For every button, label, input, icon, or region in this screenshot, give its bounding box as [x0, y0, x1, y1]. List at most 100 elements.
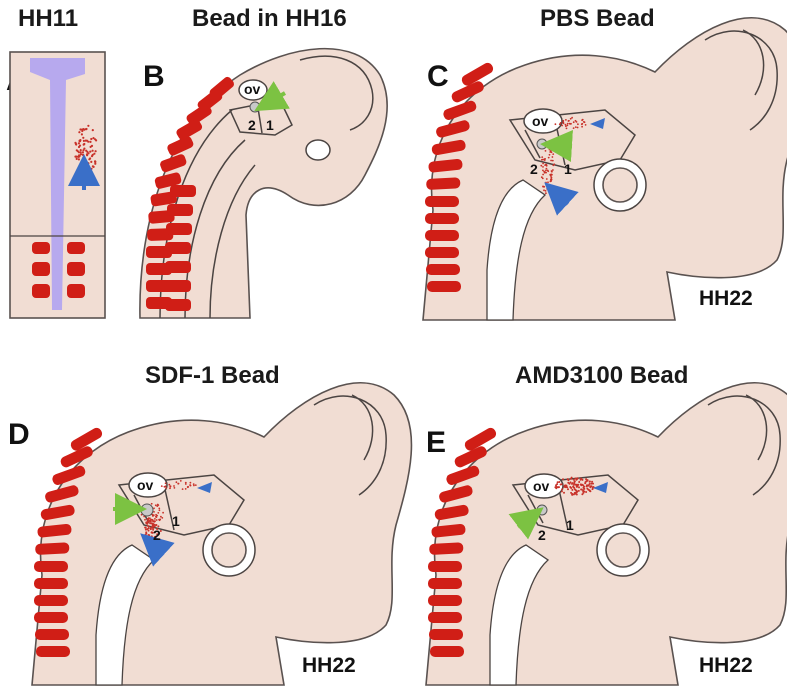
bead-icon [140, 503, 154, 517]
cell-dot [91, 129, 94, 132]
cell-dot [547, 156, 550, 159]
cell-dot [149, 517, 151, 520]
cell-dot [575, 121, 578, 123]
cell-dot [544, 150, 547, 152]
cell-dot [573, 482, 576, 485]
green-arrow-icon [508, 507, 544, 540]
cell-dot [582, 486, 585, 489]
cell-dot [551, 156, 554, 158]
cell-dot [576, 485, 578, 488]
neural-tube [30, 58, 85, 310]
cell-dot [147, 529, 150, 532]
arch-2-label: 2 [153, 527, 161, 543]
cell-dot [86, 172, 89, 175]
cell-dot [74, 141, 77, 144]
cell-dot [545, 178, 548, 180]
cell-dot [150, 518, 153, 521]
stage-label: HH22 [302, 654, 356, 677]
blue-arrow-icon [140, 533, 175, 567]
cell-dot [549, 173, 552, 176]
cell-dot [90, 167, 93, 170]
panel-e-title: AMD3100 Bead [515, 362, 688, 389]
arch-2-label: 2 [248, 117, 256, 133]
cell-dot [555, 485, 558, 488]
cell-dot [547, 188, 550, 191]
cell-dot [574, 492, 577, 495]
cell-dot [146, 524, 149, 527]
cell-dot [169, 485, 172, 488]
cell-dot [79, 149, 82, 152]
cell-dot [81, 151, 84, 154]
cell-dot [550, 151, 553, 154]
cell-dot [579, 478, 582, 481]
cell-dot [585, 491, 588, 493]
cell-dot [85, 149, 88, 152]
cell-dot [89, 140, 92, 143]
cell-dot [84, 128, 87, 131]
cell-dot [144, 539, 147, 542]
cell-dot [590, 482, 593, 485]
otic-vesicle [128, 472, 168, 498]
cell-dot [569, 481, 572, 484]
cell-dot [559, 483, 562, 486]
cell-dot [157, 504, 160, 506]
cell-dot [592, 486, 595, 488]
panel-d-title: SDF-1 Bead [145, 362, 280, 389]
cell-dot [554, 123, 557, 126]
cell-dot [147, 527, 150, 530]
arch-1-label: 1 [566, 517, 574, 533]
cell-dot [547, 181, 549, 184]
cell-dot [561, 488, 564, 491]
cell-dot [582, 490, 585, 493]
cell-dot [568, 119, 570, 122]
cell-dot [548, 153, 551, 156]
cell-dot [570, 491, 573, 494]
cell-dot [541, 158, 543, 161]
neural-crest-cells [554, 476, 595, 496]
cell-dot [572, 485, 575, 488]
cell-dot [88, 158, 91, 161]
cell-dot [558, 123, 561, 126]
cell-dot [74, 155, 77, 158]
cell-dot [77, 158, 80, 161]
cell-dot [83, 128, 86, 131]
arch-1-label: 1 [266, 117, 274, 133]
cell-dot [83, 147, 86, 150]
cell-dot [153, 511, 155, 513]
cell-dot [562, 478, 564, 481]
cell-dot [564, 123, 567, 126]
cell-dot [160, 515, 162, 518]
cell-dot [149, 522, 152, 525]
cell-dot [571, 488, 574, 491]
cell-dot [90, 155, 94, 158]
green-arrow-icon [254, 81, 290, 112]
cell-dot [565, 125, 567, 128]
cell-dot [545, 181, 547, 184]
cell-dot [177, 482, 180, 485]
ov-label: ov [532, 113, 549, 129]
cell-dot [545, 169, 547, 172]
cell-dot [542, 162, 544, 165]
cell-dot [547, 170, 550, 173]
cell-dot [155, 513, 158, 516]
ov-label: ov [244, 81, 261, 97]
cell-dot [142, 534, 145, 537]
cell-dot [184, 483, 187, 485]
cell-dot [546, 183, 549, 186]
cell-dot [160, 485, 163, 487]
cell-dot [145, 532, 148, 535]
cell-dot [571, 482, 573, 485]
cell-dot [542, 166, 544, 168]
cell-dot [86, 164, 89, 167]
cell-dot [189, 481, 192, 484]
cell-dot [83, 166, 86, 169]
panel-e: AMD3100 Bead E ov 2 1 HH22 [425, 362, 787, 686]
eye [305, 139, 331, 161]
cell-dot [562, 119, 565, 122]
cell-dot [566, 124, 569, 127]
cell-dot [540, 176, 543, 179]
cell-dot [94, 162, 97, 165]
cell-dot [574, 126, 577, 128]
cell-dot [193, 484, 195, 487]
